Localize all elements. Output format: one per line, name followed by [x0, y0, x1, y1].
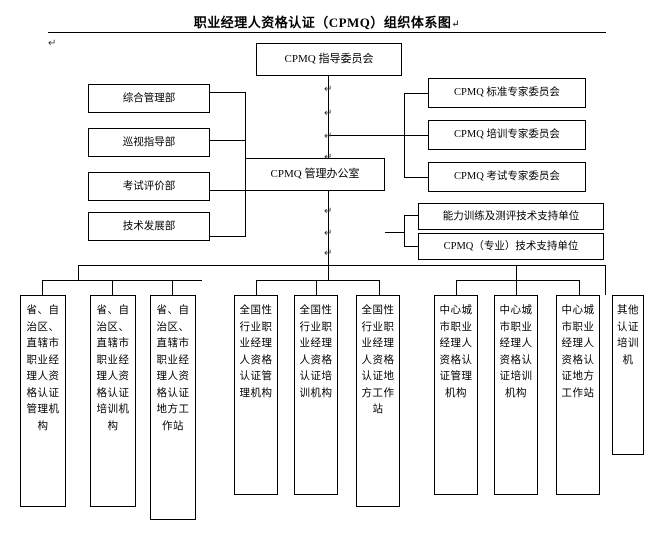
connector-central-2: [516, 280, 518, 295]
connector-provincial-1: [42, 280, 44, 295]
node-provincial-cert-training[interactable]: 省、自治区、直辖市职业经理人资格认证培训机构: [90, 295, 136, 507]
node-standards-expert-committee-label: CPMQ 标准专家委员会: [454, 87, 560, 99]
connector-group-central-bar: [456, 280, 580, 282]
node-training-expert-committee[interactable]: CPMQ 培训专家委员会: [428, 120, 586, 150]
connector-main-bus: [78, 265, 606, 267]
node-central-city-cert-management-label: 中心城市职业经理人资格认证管理机构: [439, 305, 473, 399]
node-technology-development-dept[interactable]: 技术发展部: [88, 212, 210, 241]
node-national-industry-cert-management-label: 全国性行业职业经理人资格认证管理机构: [239, 305, 273, 399]
paragraph-mark: ↵: [324, 152, 332, 163]
node-ability-training-support-unit[interactable]: 能力训练及测评技术支持单位: [418, 203, 604, 230]
connector-national-3: [379, 280, 381, 295]
node-other-cert-training-label: 其他认证培训机: [617, 305, 639, 366]
connector-group-provincial-bar: [42, 280, 202, 282]
paragraph-mark: ↵: [324, 206, 333, 217]
connector-left-dept-1: [210, 92, 246, 94]
node-inspection-guidance-dept[interactable]: 巡视指导部: [88, 128, 210, 157]
page-title-text: 职业经理人资格认证（CPMQ）组织体系图: [193, 15, 452, 30]
page-title: 职业经理人资格认证（CPMQ）组织体系图↵: [0, 12, 654, 31]
node-central-city-cert-training[interactable]: 中心城市职业经理人资格认证培训机构: [494, 295, 538, 495]
node-steering-committee-label: CPMQ 指导委员会: [284, 52, 374, 65]
node-ability-training-support-unit-label: 能力训练及测评技术支持单位: [442, 210, 580, 222]
paragraph-mark: ↵: [324, 108, 333, 119]
paragraph-mark: ↵: [324, 84, 333, 95]
node-provincial-cert-management[interactable]: 省、自治区、直辖市职业经理人资格认证管理机构: [20, 295, 66, 507]
connector-right-committee-3: [404, 177, 429, 179]
node-exam-expert-committee[interactable]: CPMQ 考试专家委员会: [428, 162, 586, 192]
node-exam-expert-committee-label: CPMQ 考试专家委员会: [454, 171, 560, 183]
node-standards-expert-committee[interactable]: CPMQ 标准专家委员会: [428, 78, 586, 108]
connector-left-dept-4: [210, 236, 246, 238]
connector-group-central-stem: [516, 265, 518, 280]
node-national-industry-local-workstation-label: 全国性行业职业经理人资格认证地方工作站: [361, 305, 395, 416]
node-steering-committee[interactable]: CPMQ 指导委员会: [256, 43, 402, 76]
connector-support-bus: [404, 215, 406, 246]
connector-central-3: [579, 280, 581, 295]
node-provincial-local-workstation-label: 省、自治区、直辖市职业经理人资格认证地方工作站: [156, 305, 190, 433]
connector-office-to-committee-bus: [328, 135, 405, 137]
node-management-office-label: CPMQ 管理办公室: [270, 167, 360, 180]
connector-central-1: [456, 280, 458, 295]
node-exam-evaluation-dept-label: 考试评价部: [122, 180, 176, 192]
page-title-paragraph-mark: ↵: [451, 19, 461, 30]
connector-provincial-3: [172, 280, 174, 295]
node-general-management-dept-label: 综合管理部: [122, 92, 176, 104]
connector-group-national-bar: [256, 280, 380, 282]
node-general-management-dept[interactable]: 综合管理部: [88, 84, 210, 113]
node-national-industry-local-workstation[interactable]: 全国性行业职业经理人资格认证地方工作站: [356, 295, 400, 507]
connector-group-other-stem: [605, 265, 607, 295]
connector-national-1: [256, 280, 258, 295]
paragraph-mark: ↵: [48, 38, 57, 49]
node-cpmq-professional-support-unit-label: CPMQ（专业）技术支持单位: [443, 240, 579, 252]
node-national-industry-cert-training[interactable]: 全国性行业职业经理人资格认证培训机构: [294, 295, 338, 495]
node-provincial-local-workstation[interactable]: 省、自治区、直辖市职业经理人资格认证地方工作站: [150, 295, 196, 520]
connector-group-provincial-stem: [78, 265, 80, 280]
node-exam-evaluation-dept[interactable]: 考试评价部: [88, 172, 210, 201]
connector-left-dept-2: [210, 140, 246, 142]
node-central-city-cert-training-label: 中心城市职业经理人资格认证培训机构: [499, 305, 533, 399]
node-provincial-cert-training-label: 省、自治区、直辖市职业经理人资格认证培训机构: [96, 305, 130, 433]
connector-support-1: [404, 215, 419, 217]
node-technology-development-dept-label: 技术发展部: [122, 220, 176, 232]
node-inspection-guidance-dept-label: 巡视指导部: [122, 136, 176, 148]
connector-right-committee-1: [404, 93, 429, 95]
node-training-expert-committee-label: CPMQ 培训专家委员会: [454, 129, 560, 141]
node-other-cert-training[interactable]: 其他认证培训机: [612, 295, 644, 455]
node-central-city-cert-management[interactable]: 中心城市职业经理人资格认证管理机构: [434, 295, 478, 495]
connector-office-to-support-bus: [385, 232, 405, 234]
connector-support-2: [404, 246, 419, 248]
node-national-industry-cert-management[interactable]: 全国性行业职业经理人资格认证管理机构: [234, 295, 278, 495]
connector-national-2: [316, 280, 318, 295]
node-national-industry-cert-training-label: 全国性行业职业经理人资格认证培训机构: [299, 305, 333, 399]
paragraph-mark: ↵: [324, 228, 333, 239]
node-provincial-cert-management-label: 省、自治区、直辖市职业经理人资格认证管理机构: [26, 305, 60, 433]
paragraph-mark: ↵: [324, 131, 333, 142]
connector-provincial-2: [112, 280, 114, 295]
title-underline: [48, 32, 606, 33]
node-central-city-local-workstation-label: 中心城市职业经理人资格认证地方工作站: [561, 305, 595, 399]
node-central-city-local-workstation[interactable]: 中心城市职业经理人资格认证地方工作站: [556, 295, 600, 495]
connector-group-national-stem: [328, 265, 330, 280]
paragraph-mark: ↵: [324, 248, 333, 259]
node-management-office[interactable]: CPMQ 管理办公室: [245, 158, 385, 191]
connector-office-down: [328, 191, 330, 265]
connector-right-committee-2: [404, 135, 429, 137]
connector-left-dept-3: [210, 190, 246, 192]
connector-steering-to-office: [328, 76, 330, 165]
node-cpmq-professional-support-unit[interactable]: CPMQ（专业）技术支持单位: [418, 233, 604, 260]
